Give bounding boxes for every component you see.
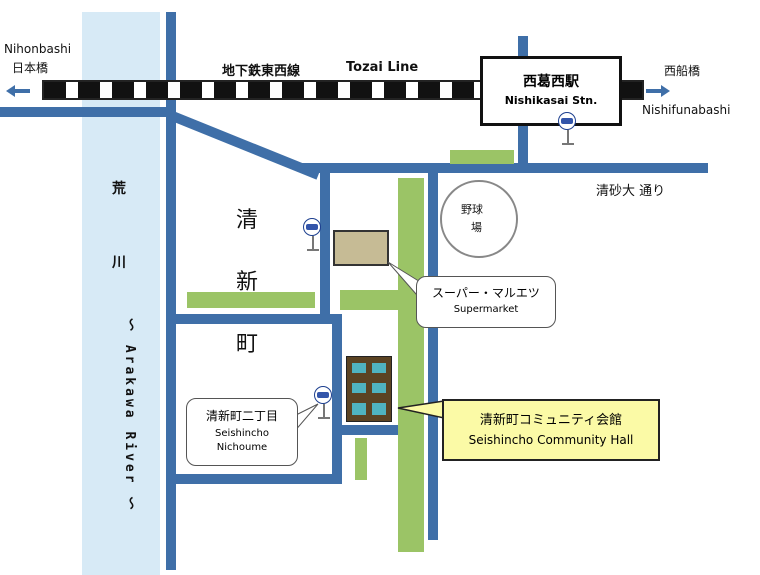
road-vertical-district [332,314,342,484]
road-horizontal-lower [170,474,342,484]
nishikasai-station: 西葛西駅 Nishikasai Stn. [480,56,622,126]
hall-pointer [397,400,445,419]
bus-stop-callout: 清新町二丁目 Seishincho Nichoume [186,398,298,466]
green-strip-middle [340,290,398,310]
road-diagonal [168,110,321,180]
line-label-en: Tozai Line [346,60,419,75]
road-hall-entrance [338,425,398,435]
green-strip-station [450,150,514,164]
community-hall-callout: 清新町コミュニティ会館 Seishincho Community Hall [442,399,660,461]
green-strip-small [355,438,367,480]
hall-label-en: Seishincho Community Hall [468,433,634,447]
district-label-1: 清 [236,208,259,233]
bus-stop-label-ja: 清新町二丁目 [205,409,278,423]
road-vertical-west [166,12,176,570]
road-horizontal-district [170,314,342,324]
bus-stop-label-en-2: Nichoume [216,442,268,453]
line-label-ja: 地下鉄東西線 [222,64,301,79]
road-label: 清砂大 通り [596,184,666,199]
east-label-en: Nishifunabashi [642,103,731,117]
green-strip-district [187,292,315,308]
road-vertical-mid [320,165,330,315]
arrow-right-icon [646,85,670,97]
west-label-ja: 日本橋 [12,61,49,75]
supermarket-label-ja: スーパー・マルエツ [432,286,540,300]
baseball-label-1: 野球 [461,203,483,216]
bus-stop-icon [303,218,323,251]
tozai-line-track-east [620,80,644,100]
hall-label-ja: 清新町コミュニティ会館 [479,413,623,428]
supermarket-label-en: Supermarket [453,304,519,315]
baseball-field [440,180,518,258]
river-label-ja-2: 川 [112,255,126,271]
tozai-line-track [42,80,484,100]
bus-stop-icon [314,386,334,419]
baseball-label-2: 場 [471,221,482,234]
road-kiyosuna-dori [300,163,708,173]
bus-stop-icon [558,112,578,145]
road-horizontal-top [0,107,168,117]
bus-stop-label-en-1: Seishincho [215,428,269,439]
east-label-ja: 西船橋 [664,64,701,78]
road-vertical-east [428,168,438,540]
district-label-2: 新 [236,270,259,295]
west-label-en: Nihonbashi [4,42,72,56]
river-label-ja-1: 荒 [112,181,126,197]
supermarket-callout: スーパー・マルエツ Supermarket [416,276,556,328]
arakawa-river [82,12,160,575]
station-label-en: Nishikasai Stn. [504,94,598,107]
building-icon [346,356,392,422]
station-label-ja: 西葛西駅 [523,74,579,90]
supermarket-building [333,230,389,266]
arrow-left-icon [6,85,30,97]
river-label-en: ～ Arakawa River ～ [122,318,137,513]
green-strip-main [398,178,424,552]
district-label-3: 町 [236,332,259,357]
